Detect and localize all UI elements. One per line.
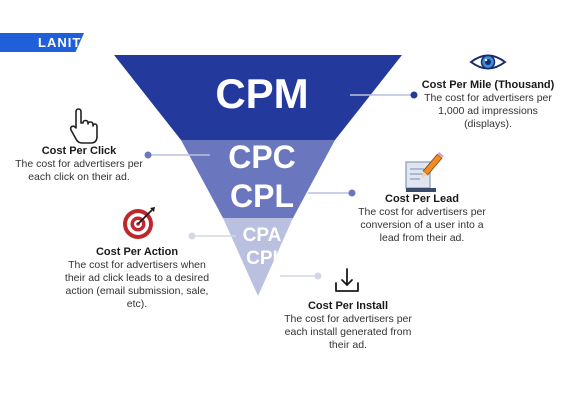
connector-cpi [280, 272, 322, 280]
cpl-title: Cost Per Lead [385, 193, 459, 205]
tier-band-cpc-cpl [181, 140, 335, 218]
cpm-description: The cost for advertisers per 1,000 ad im… [424, 92, 552, 130]
connector-cpa [188, 232, 236, 240]
connector-cpm [350, 91, 418, 99]
tier-label-cpi: CPI [246, 248, 278, 269]
cpm-info: Cost Per Mile (Thousand) The cost for ad… [418, 79, 558, 131]
cpa-info: Cost Per Action The cost for advertisers… [62, 246, 212, 311]
cpl-description: The cost for advertisers per conversion … [358, 206, 486, 244]
cpc-info: Cost Per Click The cost for advertisers … [10, 145, 148, 184]
form-pencil-icon [405, 151, 444, 192]
brand-name: LANIT [38, 35, 82, 50]
cpa-description: The cost for advertisers when their ad c… [64, 259, 210, 310]
download-icon [335, 268, 359, 292]
cpa-title: Cost Per Action [95, 246, 179, 258]
cpl-info: Cost Per Lead The cost for advertisers p… [352, 193, 492, 245]
eye-icon [469, 54, 507, 70]
cpi-info: Cost Per Install The cost for advertiser… [278, 300, 418, 352]
tier-label-cpc: CPC [228, 139, 296, 175]
cpm-title: Cost Per Mile (Thousand) [421, 79, 555, 91]
tier-band-cpa-cpi [223, 218, 293, 296]
tier-band-cpm [114, 55, 402, 140]
target-icon [123, 207, 155, 239]
tier-label-cpm: CPM [215, 70, 308, 117]
pointer-hand-icon [69, 108, 98, 144]
cpi-description: The cost for advertisers per each instal… [284, 313, 412, 351]
connector-cpl [308, 189, 356, 197]
cpc-title: Cost Per Click [41, 145, 117, 157]
cpi-title: Cost Per Install [307, 300, 389, 312]
cpc-description: The cost for advertisers per each click … [15, 158, 143, 183]
tier-label-cpa: CPA [243, 225, 282, 246]
connector-cpc [144, 151, 210, 159]
tier-label-cpl: CPL [230, 178, 294, 214]
brand-logo: LANIT [0, 33, 84, 52]
